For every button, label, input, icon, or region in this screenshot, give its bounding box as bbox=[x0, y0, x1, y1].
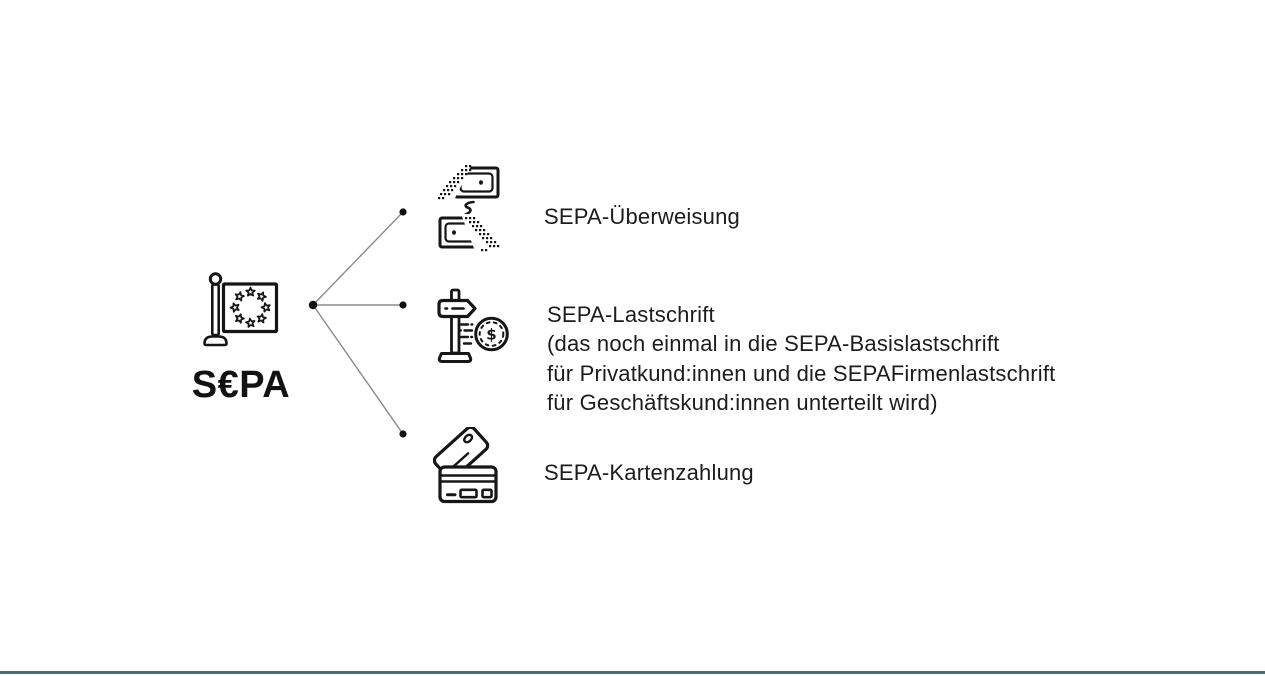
branch-label: SEPA-Kartenzahlung bbox=[544, 460, 754, 485]
branch-row-lastschrift: SEPA-Lastschrift (das noch einmal in die… bbox=[547, 300, 1056, 418]
branch-label: SEPA-Lastschrift bbox=[547, 302, 715, 327]
connector-line-top bbox=[312, 211, 404, 306]
branch-label-detail: für Geschäftskund:innen unterteilt wird) bbox=[547, 390, 938, 416]
branch-label: SEPA-Überweisung bbox=[544, 204, 740, 229]
branch-node-dot bbox=[399, 301, 407, 309]
branch-node-dot bbox=[399, 430, 407, 438]
connector-line-bottom bbox=[312, 304, 404, 435]
credit-cards-icon bbox=[433, 427, 498, 504]
signpost-coin-icon: $ bbox=[437, 288, 509, 363]
branch-row-kartenzahlung: SEPA-Kartenzahlung bbox=[544, 460, 754, 486]
footer-accent-bar bbox=[0, 671, 1265, 674]
eu-flag-icon bbox=[203, 272, 279, 347]
branch-row-ueberweisung: SEPA-Überweisung bbox=[544, 204, 740, 230]
svg-text:$: $ bbox=[486, 326, 496, 344]
root-node-dot bbox=[308, 300, 318, 310]
branch-node-dot bbox=[399, 208, 407, 216]
branch-label-detail: für Privatkund:innen und die SEPAFirmenl… bbox=[547, 360, 1056, 386]
banknote-transfer-icon bbox=[438, 162, 503, 252]
branch-label-detail: (das noch einmal in die SEPA-Basislastsc… bbox=[547, 331, 1000, 357]
root-label: S€PA bbox=[191, 364, 291, 406]
